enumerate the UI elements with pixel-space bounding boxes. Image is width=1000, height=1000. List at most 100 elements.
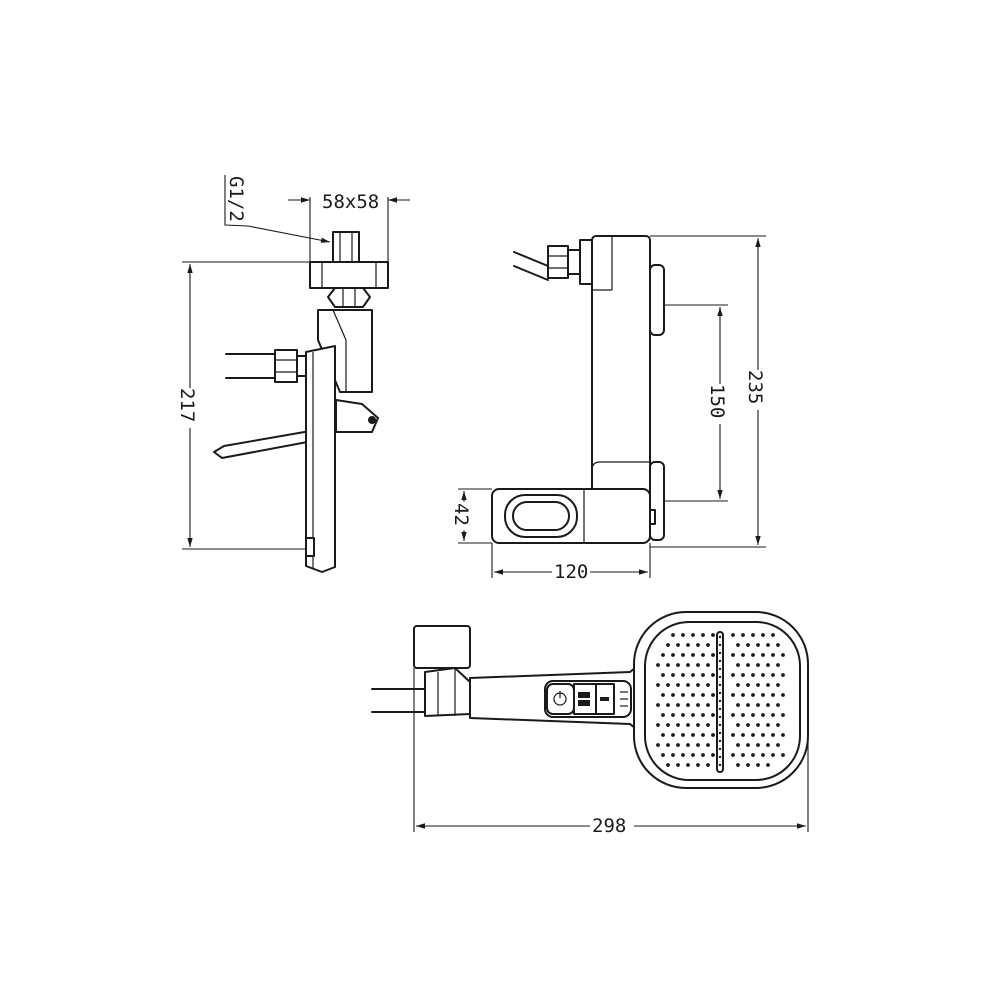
nozzle-dot — [706, 743, 710, 747]
nozzle-dot — [671, 693, 675, 697]
front-body — [491, 488, 656, 544]
nozzle-dot — [766, 683, 770, 687]
nozzle-dot — [746, 703, 750, 707]
nozzle-dot — [671, 753, 675, 757]
nozzle-dot — [666, 663, 670, 667]
nozzle-dot — [731, 733, 735, 737]
nozzle-strip-dot — [718, 747, 722, 751]
nozzle-dot — [701, 733, 705, 737]
nozzle-dot — [756, 743, 760, 747]
nozzle-dot — [746, 763, 750, 767]
nozzle-dot — [756, 663, 760, 667]
nozzle-dot — [691, 713, 695, 717]
size-dimension: 58x58 — [288, 191, 410, 262]
nozzle-dot — [681, 673, 685, 677]
nozzle-dot — [696, 683, 700, 687]
nozzle-dot — [706, 663, 710, 667]
nozzle-dot — [661, 713, 665, 717]
nozzle-dot — [751, 733, 755, 737]
nozzle-dot — [706, 763, 710, 767]
nozzle-dot — [696, 643, 700, 647]
nozzle-dot — [671, 673, 675, 677]
nozzle-dot — [771, 753, 775, 757]
nozzle-dot — [771, 673, 775, 677]
nozzle-dot — [766, 643, 770, 647]
nozzle-dot — [746, 643, 750, 647]
nozzle-dot — [746, 743, 750, 747]
nozzle-dot — [686, 743, 690, 747]
nozzle-dot — [731, 753, 735, 757]
nozzle-dot — [701, 693, 705, 697]
lever — [213, 399, 379, 459]
nozzle-dot — [766, 743, 770, 747]
nozzle-dot — [661, 693, 665, 697]
nozzle-dot — [686, 643, 690, 647]
nozzle-dot — [656, 723, 660, 727]
nozzle-dot — [776, 743, 780, 747]
nozzle-strip-dot — [718, 707, 722, 711]
nozzle-dot — [656, 683, 660, 687]
nozzle-dot — [761, 733, 765, 737]
nozzle-dot — [741, 653, 745, 657]
nozzle-dot — [706, 643, 710, 647]
nozzle-dot — [676, 763, 680, 767]
nozzle-dot — [671, 713, 675, 717]
nozzle-dot — [776, 703, 780, 707]
total-height-label: 235 — [744, 370, 766, 404]
nozzle-dot — [711, 653, 715, 657]
nozzle-dot — [741, 753, 745, 757]
nozzle-dot — [671, 733, 675, 737]
nozzle-dot — [766, 763, 770, 767]
wall-plate — [305, 345, 336, 573]
nozzle-dot — [681, 733, 685, 737]
nozzle-dot — [691, 733, 695, 737]
nozzle-dot — [731, 693, 735, 697]
nozzle-strip-dot — [718, 643, 722, 647]
nozzle-dot — [736, 683, 740, 687]
nozzle-dot — [736, 663, 740, 667]
nozzle-dot — [706, 723, 710, 727]
front-view: 235 150 42 120 — [450, 235, 770, 583]
thread-label: G1/2 — [225, 176, 247, 222]
nozzle-strip-dot — [718, 739, 722, 743]
nozzle-dot — [686, 723, 690, 727]
nozzle-dot — [756, 643, 760, 647]
length-label: 298 — [592, 815, 626, 837]
front-hose — [513, 239, 593, 285]
nozzle-dot — [691, 753, 695, 757]
nozzle-dot — [746, 723, 750, 727]
wall-fitting — [309, 231, 389, 308]
nozzle-dot — [666, 763, 670, 767]
width-label: 120 — [554, 561, 588, 583]
nozzle-dot — [676, 703, 680, 707]
nozzle-dot — [761, 753, 765, 757]
nozzle-dot — [701, 753, 705, 757]
nozzle-dot — [781, 693, 785, 697]
nozzle-dot — [756, 763, 760, 767]
nozzle-dot — [771, 633, 775, 637]
shower-holder — [413, 625, 471, 717]
nozzle-dot — [771, 653, 775, 657]
nozzle-dot — [661, 673, 665, 677]
nozzle-dot — [761, 673, 765, 677]
mid-height-label: 150 — [706, 384, 728, 418]
nozzle-dot — [781, 753, 785, 757]
nozzle-dot — [676, 683, 680, 687]
nozzle-dot — [761, 713, 765, 717]
nozzle-dot — [691, 633, 695, 637]
nozzle-strip-dot — [718, 675, 722, 679]
size-label: 58x58 — [322, 191, 379, 213]
nozzle-dot — [711, 753, 715, 757]
shower-head — [633, 611, 809, 789]
nozzle-dot — [681, 753, 685, 757]
nozzle-dot — [686, 763, 690, 767]
nozzle-dot — [776, 643, 780, 647]
nozzle-dot — [676, 663, 680, 667]
nozzle-dot — [766, 723, 770, 727]
side-view: G1/2 58x58 217 — [176, 175, 410, 573]
nozzle-dot — [666, 743, 670, 747]
nozzle-dot — [656, 703, 660, 707]
nozzle-dot — [681, 633, 685, 637]
nozzle-dot — [736, 703, 740, 707]
